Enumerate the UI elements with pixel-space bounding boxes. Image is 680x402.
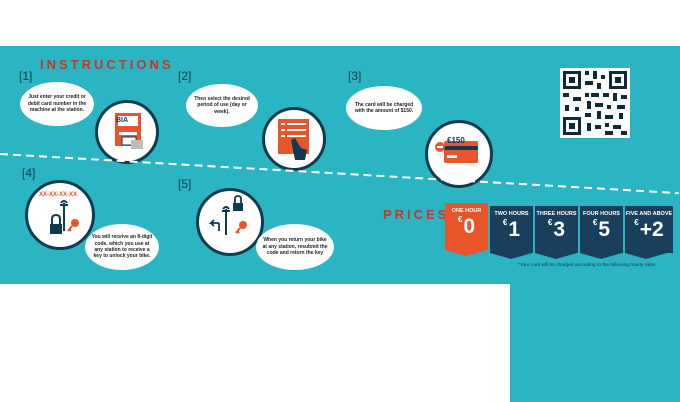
step-5-circle [196, 188, 264, 256]
price-one-hour: ONE HOUR €0 [445, 203, 488, 256]
machine-label: BIA [116, 117, 129, 124]
card-amount: €150 [447, 136, 465, 145]
price-label: ONE HOUR [451, 208, 482, 214]
price-three-hours: THREE HOURS €3 [535, 206, 578, 259]
step-3-number: [3] [348, 69, 362, 83]
step-5-bubble: When you return your bike at any station… [256, 224, 334, 270]
return-bike-icon [208, 195, 247, 235]
currency-symbol: € [547, 218, 553, 227]
step-2-bubble: Then select the desired period of use (d… [186, 84, 258, 127]
prices-heading: PRICES [383, 207, 450, 222]
credit-card-icon [435, 141, 478, 163]
step-4-bubble: You will receive an 8-digit code, which … [85, 224, 159, 270]
unlock-code: XX-XX-XX-XX [39, 192, 78, 198]
currency-symbol: € [592, 218, 598, 227]
currency-symbol: € [634, 218, 639, 227]
price-label: FIVE AND ABOVE [625, 211, 673, 217]
price-amount: 0 [463, 215, 476, 238]
step-2-number: [2] [178, 69, 192, 83]
step-4-circle [25, 180, 95, 250]
step-1-circle [95, 100, 159, 164]
panel-extension [510, 284, 680, 402]
pricing-note: *Your card will be charged according to … [518, 263, 656, 268]
currency-symbol: € [502, 218, 508, 227]
step-1-number: [1] [19, 69, 33, 83]
step-5-number: [5] [178, 177, 192, 191]
currency-symbol: € [457, 215, 463, 224]
price-two-hours: TWO HOURS €1 [490, 206, 533, 259]
price-four-hours: FOUR HOURS €5 [580, 206, 623, 259]
instructions-heading: INSTRUCTIONS [40, 57, 174, 72]
price-amount: 3 [553, 218, 566, 241]
bike-key-icon [50, 200, 79, 234]
price-label: FOUR HOURS [583, 211, 620, 217]
step-4-number: [4] [22, 166, 36, 180]
price-five-and-above: FIVE AND ABOVE €+2 [625, 206, 673, 259]
price-amount: +2 [639, 218, 664, 241]
step-3-bubble: The card will be charged with the amount… [346, 86, 422, 130]
step-1-bubble: Just enter your credit or debit card num… [20, 82, 94, 126]
qr-code-icon[interactable] [560, 68, 630, 138]
step-3-circle [425, 120, 493, 188]
price-label: THREE HOURS [536, 211, 577, 217]
price-amount: 1 [508, 218, 521, 241]
price-label: TWO HOURS [494, 211, 529, 217]
step-2-circle [262, 107, 326, 171]
touchscreen-icon [278, 119, 309, 160]
price-amount: 5 [598, 218, 611, 241]
card-machine-icon [115, 113, 143, 149]
